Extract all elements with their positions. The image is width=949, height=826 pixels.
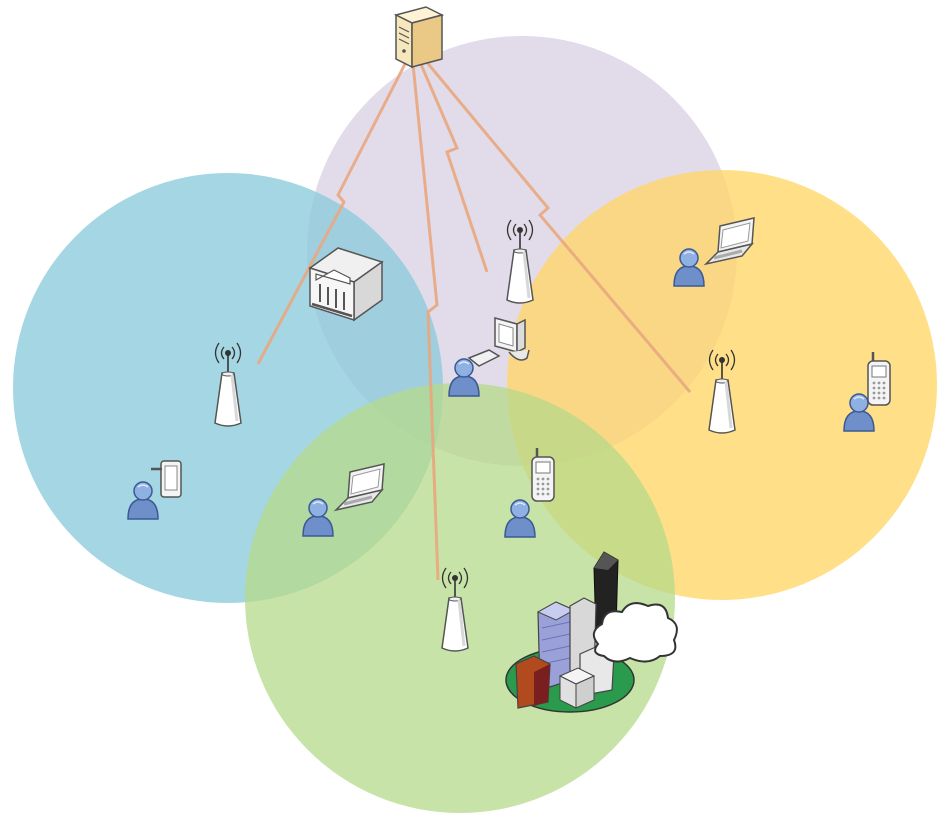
cloud-icon <box>592 602 678 663</box>
bank-building-icon <box>308 247 384 322</box>
link-to-blue-tower <box>256 63 407 365</box>
wireless-links <box>256 59 692 581</box>
city-buildings-icon <box>505 551 635 713</box>
link-to-green-tower <box>411 63 440 581</box>
desktop-computer-icon <box>467 317 530 367</box>
link-to-yellow-tower <box>423 59 692 393</box>
link-to-purple-tower <box>418 61 489 273</box>
server-icon <box>393 6 445 69</box>
